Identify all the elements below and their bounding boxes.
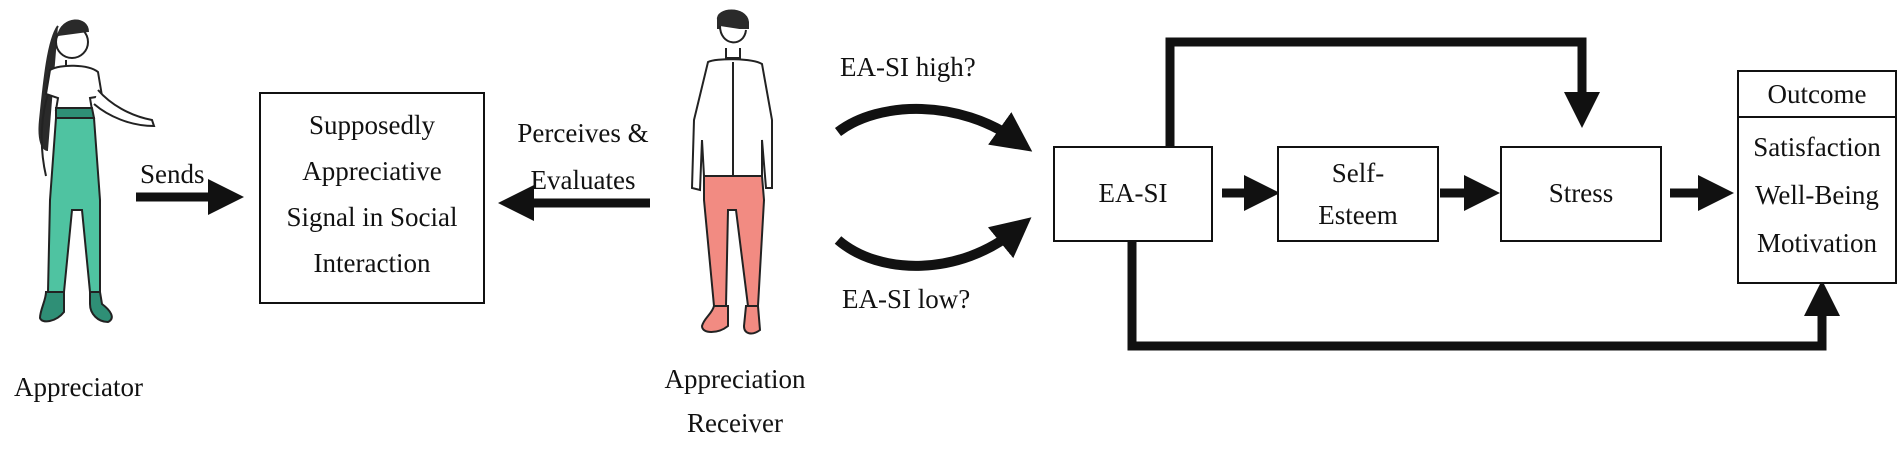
signal-box: Supposedly Appreciative Signal in Social… — [259, 92, 485, 304]
receiver-figure — [690, 9, 773, 335]
high-branch-label: EA-SI high? — [840, 52, 976, 82]
outcome-wellbeing: Well-Being — [1755, 180, 1879, 210]
self-esteem-box: Self- Esteem — [1277, 146, 1439, 242]
receiver-label-2: Receiver — [687, 408, 783, 438]
signal-line-2: Appreciative — [302, 156, 442, 186]
easi-to-stress-bypass — [1165, 37, 1600, 146]
outcome-box: Outcome Satisfaction Well-Being Motivati… — [1737, 70, 1897, 284]
outcome-header: Outcome — [1767, 79, 1867, 109]
signal-line-4: Interaction — [313, 248, 431, 278]
low-branch-arrow — [834, 217, 1032, 271]
outcome-satisfaction: Satisfaction — [1753, 132, 1881, 162]
perceives-label-2: Evaluates — [530, 165, 636, 195]
self-esteem-line-2: Esteem — [1318, 200, 1398, 230]
appreciator-label: Appreciator — [14, 372, 143, 402]
receiver-label-1: Appreciation — [664, 364, 806, 394]
signal-line-3: Signal in Social — [286, 202, 458, 232]
appreciator-figure — [38, 19, 156, 324]
stress-box: Stress — [1500, 146, 1662, 242]
easi-box: EA-SI — [1053, 146, 1213, 242]
low-branch-label: EA-SI low? — [842, 284, 971, 314]
high-branch-arrow — [834, 103, 1033, 152]
sends-label: Sends — [140, 159, 205, 189]
signal-line-1: Supposedly — [308, 110, 435, 140]
outcome-motivation: Motivation — [1757, 228, 1877, 258]
stress-label: Stress — [1548, 178, 1614, 208]
easi-label: EA-SI — [1098, 178, 1168, 208]
easi-to-outcome-bypass — [1127, 242, 1840, 351]
self-esteem-line-1: Self- — [1331, 158, 1385, 188]
outcome-header-row: Outcome — [1739, 72, 1895, 118]
perceives-label-1: Perceives & — [517, 118, 649, 148]
